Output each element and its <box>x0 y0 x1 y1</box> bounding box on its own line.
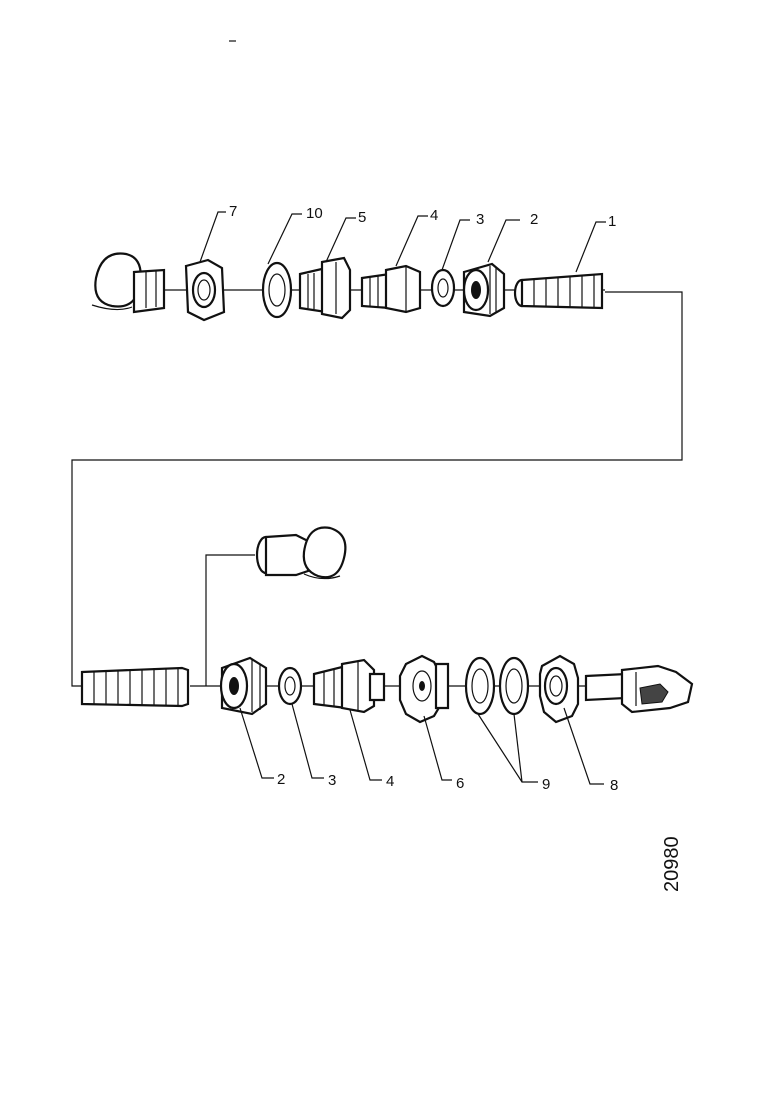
label-4-bottom: 4 <box>386 773 394 790</box>
part-corrugated-hose-bottom <box>80 666 190 708</box>
bottom-row-labels: 2 3 4 6 9 8 <box>277 771 618 794</box>
part-4-threaded-union <box>360 264 422 314</box>
part-1-corrugated-hose-top <box>513 272 604 310</box>
part-end-fitting-right <box>584 664 694 714</box>
label-6: 6 <box>456 775 464 792</box>
assembly-path-line <box>71 289 683 687</box>
part-6-hex-bulkhead <box>398 654 450 724</box>
label-5: 5 <box>358 209 366 226</box>
part-3-ring-bottom <box>277 666 303 706</box>
label-2-bottom: 2 <box>277 771 285 788</box>
label-2: 2 <box>530 211 538 228</box>
part-2-knurled-nut-bottom <box>219 656 268 716</box>
label-8: 8 <box>610 777 618 794</box>
part-9-washers <box>464 656 530 716</box>
label-7: 7 <box>229 203 237 220</box>
part-10-washer <box>261 261 293 319</box>
part-2-knurled-nut-top <box>462 262 506 318</box>
part-7-nut <box>184 258 226 322</box>
label-1: 1 <box>608 213 616 230</box>
part-3-ring-top <box>430 268 456 308</box>
label-10: 10 <box>306 205 323 222</box>
label-3-bottom: 3 <box>328 772 336 789</box>
label-4: 4 <box>430 207 438 224</box>
part-8-hex-nut <box>538 654 580 724</box>
part-4-union-bottom <box>312 658 386 714</box>
top-leader-lines <box>199 211 606 273</box>
part-5-bulkhead-fitting <box>298 256 352 320</box>
drawing-code: 20980 <box>661 836 683 892</box>
label-3: 3 <box>476 211 484 228</box>
part-banjo-fitting-top <box>91 252 166 314</box>
bottom-leader-lines <box>239 703 604 785</box>
top-row-labels: 7 10 5 4 3 2 1 <box>229 203 616 230</box>
label-9: 9 <box>542 776 550 793</box>
part-banjo-fitting-branch <box>255 526 347 580</box>
